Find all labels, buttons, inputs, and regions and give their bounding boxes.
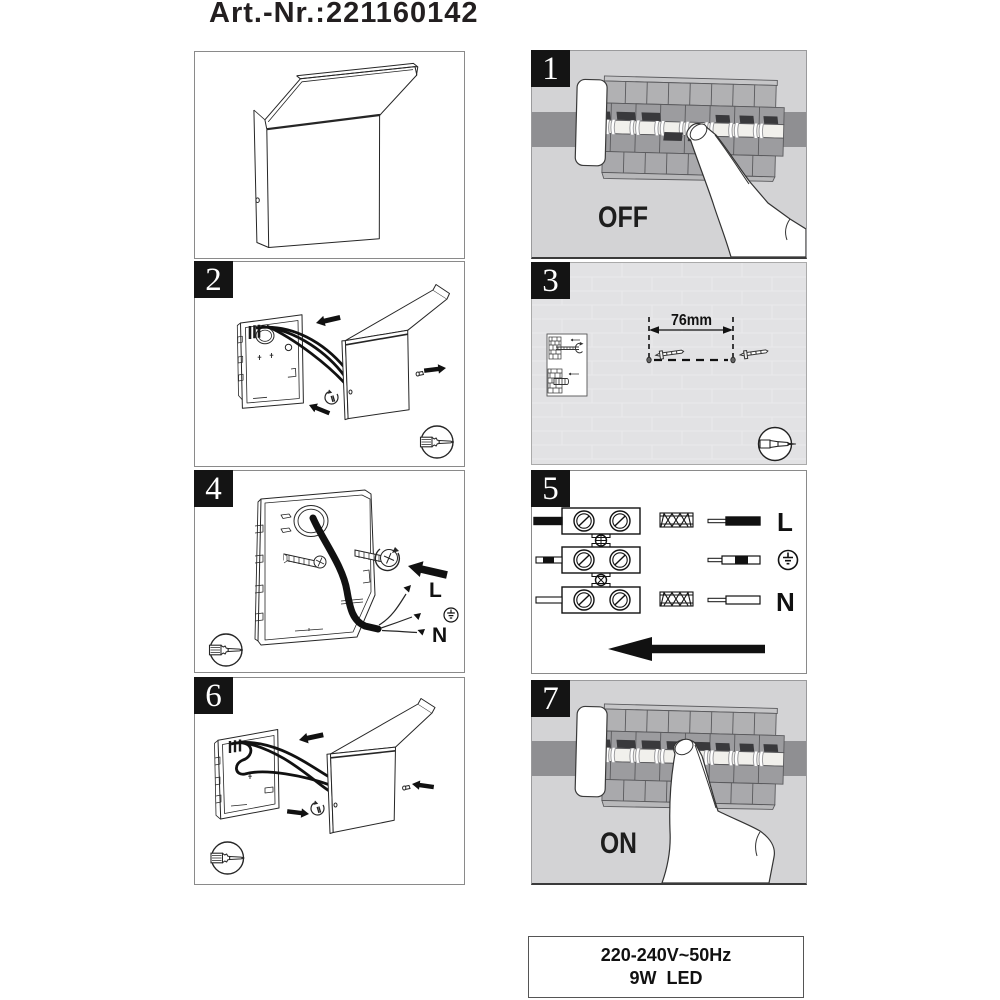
svg-text:ON: ON [600, 827, 637, 860]
svg-text:N: N [776, 587, 795, 617]
svg-text:L: L [777, 507, 793, 537]
svg-text:N: N [432, 624, 447, 647]
svg-text:76mm: 76mm [671, 312, 712, 329]
svg-text:OFF: OFF [598, 201, 648, 234]
svg-text:L: L [429, 579, 442, 602]
